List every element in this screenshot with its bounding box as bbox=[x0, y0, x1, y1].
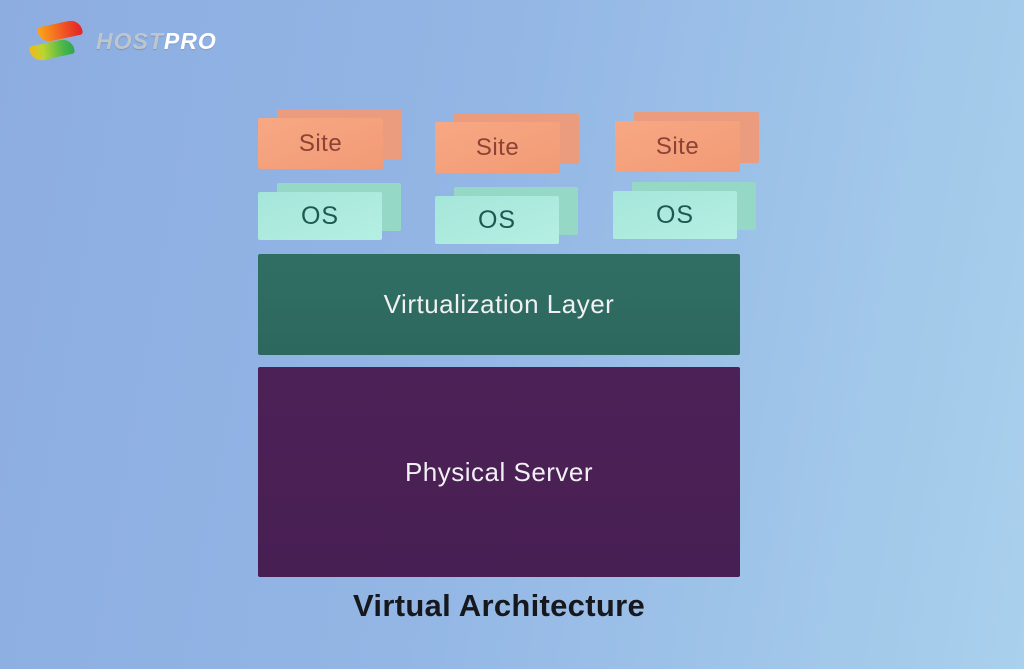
physical-server-bar: Physical Server bbox=[258, 367, 740, 577]
logo-host-text: HOST bbox=[96, 27, 164, 54]
site-card: Site bbox=[615, 121, 740, 172]
os-card: OS bbox=[258, 192, 382, 240]
site-label: Site bbox=[655, 132, 700, 160]
hostpro-logo-icon bbox=[28, 15, 84, 67]
hostpro-logo-text: HOSTPRO bbox=[96, 28, 217, 55]
diagram-caption: Virtual Architecture bbox=[353, 588, 645, 623]
site-label: Site bbox=[475, 133, 520, 161]
os-label: OS bbox=[655, 200, 695, 229]
site-card: Site bbox=[435, 122, 560, 173]
os-label: OS bbox=[477, 205, 517, 234]
logo-leaf-green bbox=[28, 37, 76, 63]
virtualization-layer-label: Virtualization Layer bbox=[383, 289, 615, 319]
site-card: Site bbox=[258, 118, 383, 169]
hostpro-logo: HOSTPRO bbox=[28, 15, 217, 67]
os-card: OS bbox=[435, 196, 559, 244]
virtualization-layer-bar: Virtualization Layer bbox=[258, 254, 740, 355]
logo-pro-text: PRO bbox=[163, 27, 217, 54]
os-label: OS bbox=[300, 201, 340, 230]
site-label: Site bbox=[298, 129, 343, 157]
physical-server-label: Physical Server bbox=[404, 456, 594, 487]
os-card: OS bbox=[613, 191, 737, 239]
